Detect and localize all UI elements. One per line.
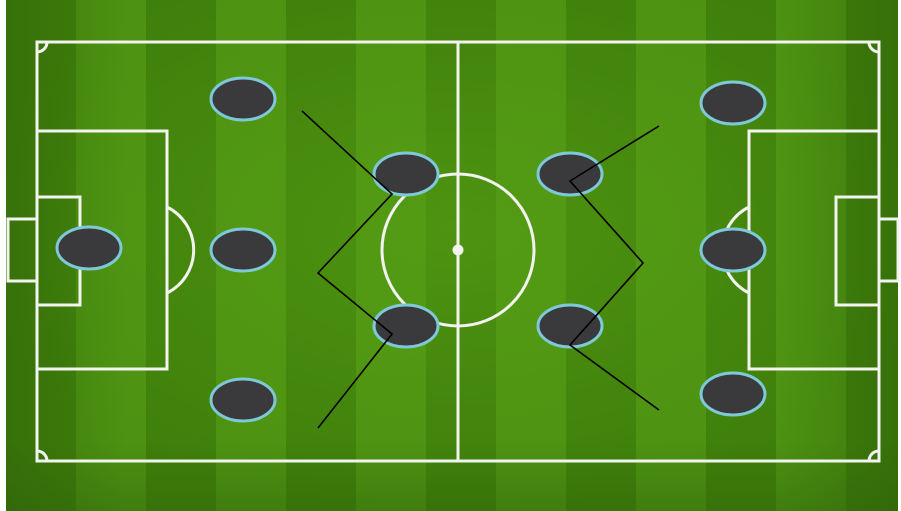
player-disc-icon bbox=[374, 305, 438, 347]
player-marker-right-defender bbox=[701, 373, 765, 415]
player-disc-icon bbox=[538, 305, 602, 347]
player-marker-left-defender bbox=[211, 379, 275, 421]
player-disc-icon bbox=[701, 373, 765, 415]
center-spot bbox=[454, 246, 462, 254]
player-disc-icon bbox=[538, 153, 602, 195]
player-marker-right-midfielder bbox=[538, 153, 602, 195]
player-marker-left-defender bbox=[211, 229, 275, 271]
player-marker-right-defender bbox=[701, 229, 765, 271]
grass-shadow-bottom bbox=[6, 440, 898, 511]
player-marker-right-defender bbox=[701, 82, 765, 124]
player-disc-icon bbox=[701, 82, 765, 124]
player-marker-left-midfielder bbox=[374, 153, 438, 195]
player-marker-left-defender bbox=[211, 78, 275, 120]
player-marker-left-midfielder bbox=[374, 305, 438, 347]
player-disc-icon bbox=[211, 379, 275, 421]
player-disc-icon bbox=[701, 229, 765, 271]
player-disc-icon bbox=[374, 153, 438, 195]
player-marker-left-goalkeeper bbox=[57, 227, 121, 269]
player-marker-right-midfielder bbox=[538, 305, 602, 347]
player-disc-icon bbox=[57, 227, 121, 269]
player-disc-icon bbox=[211, 229, 275, 271]
player-disc-icon bbox=[211, 78, 275, 120]
